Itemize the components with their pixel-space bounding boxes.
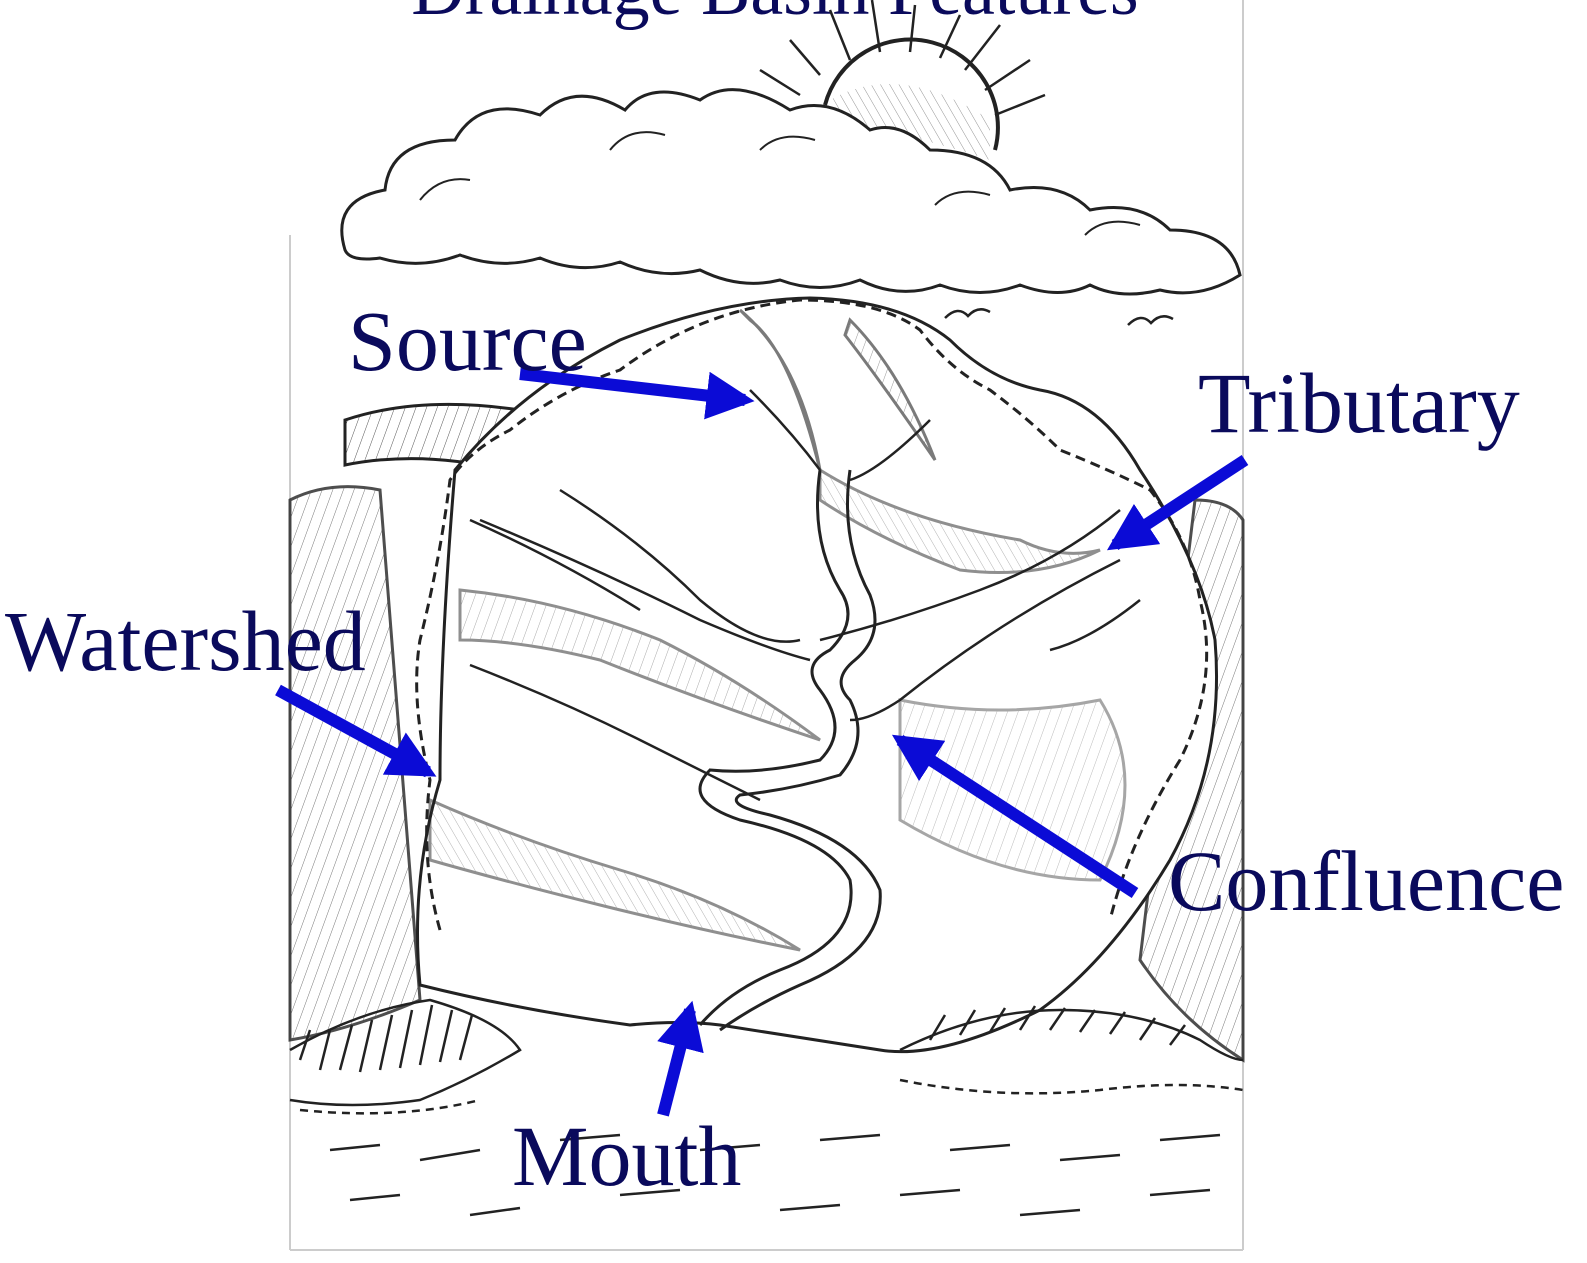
clouds-illustration	[342, 90, 1240, 294]
confluence-label: Confluence	[1168, 833, 1564, 929]
diagram-title: Drainage Basin Features	[411, 0, 1138, 31]
tributary-label: Tributary	[1198, 355, 1520, 451]
source-label: Source	[348, 293, 587, 389]
mouth-label: Mouth	[512, 1108, 741, 1204]
birds-illustration	[945, 309, 1173, 325]
watershed-label: Watershed	[5, 593, 366, 689]
mouth-arrow	[663, 1010, 690, 1115]
